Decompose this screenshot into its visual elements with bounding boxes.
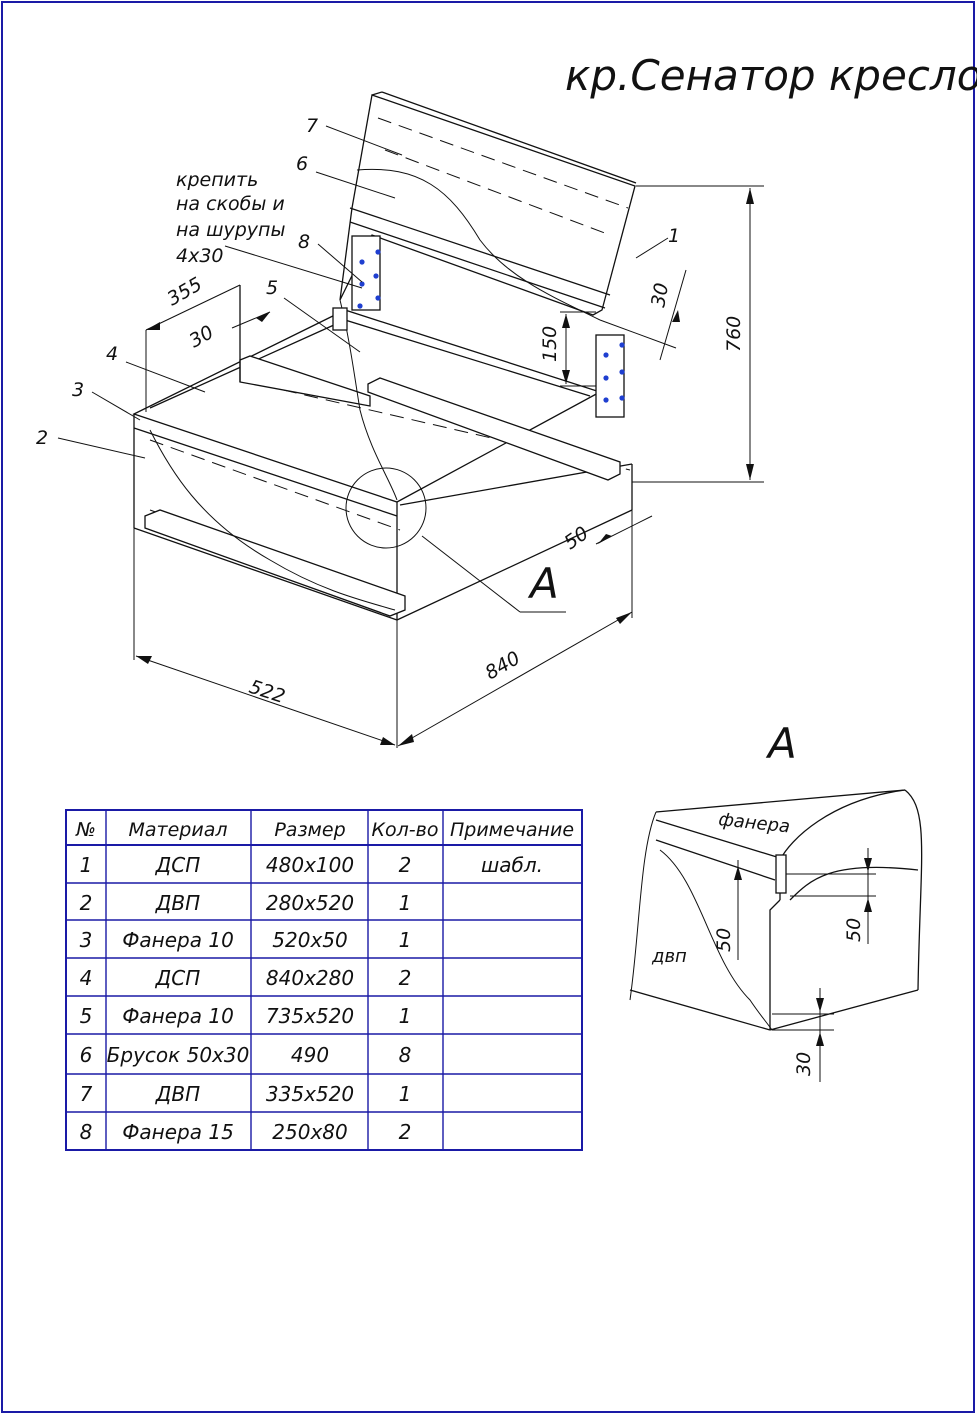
svg-text:480х100: 480х100 (266, 853, 354, 877)
svg-text:8: 8 (80, 1120, 93, 1144)
svg-text:4: 4 (80, 966, 93, 990)
table-row: 8 Фанера 15 250х80 2 (80, 1120, 412, 1144)
backrest-panel (339, 94, 636, 316)
svg-text:8: 8 (399, 1043, 412, 1067)
detail-view-label: А (765, 719, 797, 768)
detail-dim-30: 30 (793, 1052, 815, 1076)
svg-text:1: 1 (399, 891, 412, 915)
svg-text:2: 2 (80, 891, 93, 915)
leader-3: 3 (72, 379, 84, 401)
svg-text:Фанера 10: Фанера 10 (122, 1004, 234, 1028)
svg-text:ДСП: ДСП (155, 966, 201, 990)
table-row: 1 ДСП 480х100 2 шабл. (80, 853, 543, 877)
table-row: 5 Фанера 10 735х520 1 (80, 1004, 412, 1028)
svg-text:490: 490 (291, 1043, 329, 1067)
svg-text:3: 3 (80, 928, 93, 952)
svg-text:520х50: 520х50 (272, 928, 347, 952)
bracket-left (351, 235, 381, 311)
svg-text:1: 1 (399, 1004, 412, 1028)
table-header-number: № (75, 819, 96, 841)
svg-text:2: 2 (399, 1120, 412, 1144)
detail-label-a: А (527, 559, 559, 608)
detail-text-hardboard: двп (651, 946, 687, 967)
table-header-size: Размер (274, 819, 345, 841)
bracket-right (595, 334, 625, 418)
table-header-material: Материал (129, 819, 228, 841)
svg-text:4х30: 4х30 (176, 245, 224, 267)
svg-text:335х520: 335х520 (266, 1082, 354, 1106)
leader-5: 5 (266, 277, 278, 299)
table-row: 7 ДВП 335х520 1 (80, 1082, 412, 1106)
svg-text:840х280: 840х280 (266, 966, 354, 990)
dim-seat-30: 30 (186, 321, 218, 352)
dim-bracket-150: 150 (539, 326, 561, 362)
svg-text:250х80: 250х80 (272, 1120, 347, 1144)
part-leaders: 1 2 3 4 5 6 7 8 (36, 115, 680, 459)
leader-8: 8 (298, 231, 310, 253)
detail-text-plywood: фанера (717, 809, 791, 837)
svg-text:1: 1 (399, 928, 412, 952)
svg-text:Фанера 10: Фанера 10 (122, 928, 234, 952)
svg-text:2: 2 (399, 853, 412, 877)
dim-side-50: 50 (560, 522, 592, 554)
svg-text:2: 2 (399, 966, 412, 990)
svg-text:7: 7 (80, 1082, 93, 1106)
svg-text:шабл.: шабл. (481, 853, 543, 877)
leader-2: 2 (36, 427, 48, 449)
dim-depth: 840 (482, 647, 524, 684)
svg-text:6: 6 (80, 1043, 93, 1067)
leader-7: 7 (306, 115, 318, 137)
svg-text:5: 5 (80, 1004, 93, 1028)
svg-text:ДВП: ДВП (155, 1082, 200, 1106)
assembly-note: крепить на скобы и на шурупы 4х30 (176, 169, 285, 267)
leader-1: 1 (668, 225, 680, 247)
table-row: 2 ДВП 280х520 1 (80, 891, 412, 915)
leader-6: 6 (296, 153, 308, 175)
detail-circle-a (345, 467, 427, 549)
table-header-note: Примечание (450, 819, 574, 841)
svg-text:Фанера 15: Фанера 15 (122, 1120, 234, 1144)
parts-table: № Материал Размер Кол-во Примечание 1 ДС… (65, 809, 583, 1151)
dim-height: 760 (723, 316, 745, 352)
detail-dim-50-left: 50 (713, 928, 735, 952)
svg-text:на скобы и: на скобы и (176, 193, 285, 215)
chair-isometric-view: А (132, 91, 637, 621)
detail-dim-50-right: 50 (843, 918, 865, 942)
leader-4: 4 (106, 343, 118, 365)
svg-text:крепить: крепить (176, 169, 258, 191)
svg-text:ДСП: ДСП (155, 853, 201, 877)
screw-marks (357, 249, 625, 403)
svg-text:735х520: 735х520 (266, 1004, 354, 1028)
table-row: 3 Фанера 10 520х50 1 (80, 928, 412, 952)
svg-text:1: 1 (399, 1082, 412, 1106)
svg-text:ДВП: ДВП (155, 891, 200, 915)
table-row: 4 ДСП 840х280 2 (80, 966, 412, 990)
svg-text:на шурупы: на шурупы (176, 219, 285, 241)
detail-view-a: А фанера двп 50 50 30 (629, 719, 923, 1082)
drawing-title: кр.Сенатор кресло (565, 51, 977, 100)
svg-text:280х520: 280х520 (266, 891, 354, 915)
svg-text:1: 1 (80, 853, 93, 877)
dim-back-30: 30 (647, 281, 673, 309)
table-header-quantity: Кол-во (372, 819, 439, 841)
svg-text:Брусок 50х30: Брусок 50х30 (107, 1043, 250, 1067)
dim-width: 522 (246, 676, 287, 708)
table-row: 6 Брусок 50х30 490 8 (80, 1043, 412, 1067)
